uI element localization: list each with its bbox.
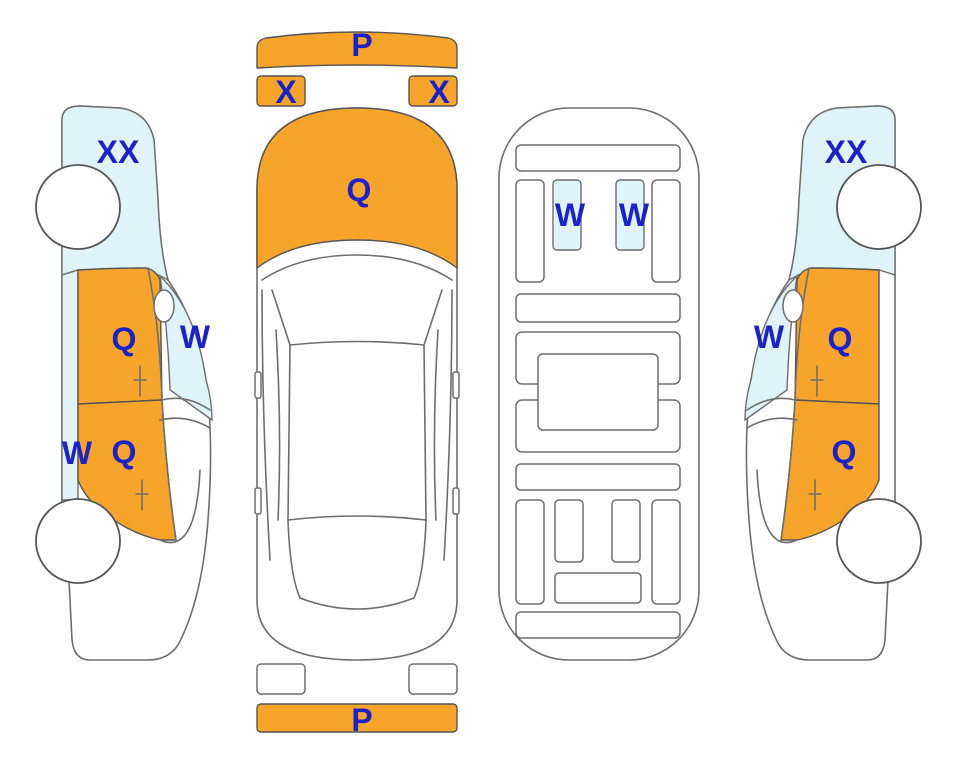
hood-shape bbox=[256, 107, 458, 269]
right-taillight bbox=[408, 663, 458, 695]
hood-code: Q bbox=[346, 172, 372, 208]
left-headlight-code: X bbox=[275, 74, 297, 110]
right-headlight-code: X bbox=[428, 74, 450, 110]
left-front-window-code: W bbox=[179, 319, 211, 355]
rear-bumper-code: P bbox=[351, 702, 373, 738]
left-rear-window-code: W bbox=[61, 435, 93, 471]
right-front-window-code: W bbox=[753, 319, 785, 355]
floor-left-seat-shape bbox=[552, 179, 582, 251]
right-side-view bbox=[744, 105, 922, 661]
left-front-fender-code: XX bbox=[96, 134, 140, 170]
top-view bbox=[254, 31, 460, 733]
left-front-wheel bbox=[35, 164, 121, 250]
right-rear-door-code: Q bbox=[831, 434, 857, 470]
left-mirror bbox=[153, 289, 175, 323]
left-rear-door-code: Q bbox=[111, 434, 137, 470]
floor-left-seat-code: W bbox=[554, 197, 586, 233]
front-bumper-shape bbox=[256, 31, 458, 69]
rear-bumper-shape bbox=[256, 703, 458, 733]
front-bumper-code: P bbox=[351, 27, 373, 63]
left-front-door-shape bbox=[77, 267, 163, 405]
right-headlight-shape bbox=[408, 75, 458, 107]
left-rear-wheel bbox=[35, 498, 121, 584]
floor-right-seat-shape bbox=[615, 179, 645, 251]
left-side-view bbox=[35, 105, 213, 661]
left-front-door-code: Q bbox=[111, 321, 137, 357]
right-front-fender-code: XX bbox=[824, 134, 868, 170]
left-taillight bbox=[256, 663, 306, 695]
left-headlight-shape bbox=[256, 75, 306, 107]
floor-view bbox=[498, 107, 700, 661]
right-front-door-code: Q bbox=[827, 321, 853, 357]
floor-right-seat-code: W bbox=[618, 197, 650, 233]
